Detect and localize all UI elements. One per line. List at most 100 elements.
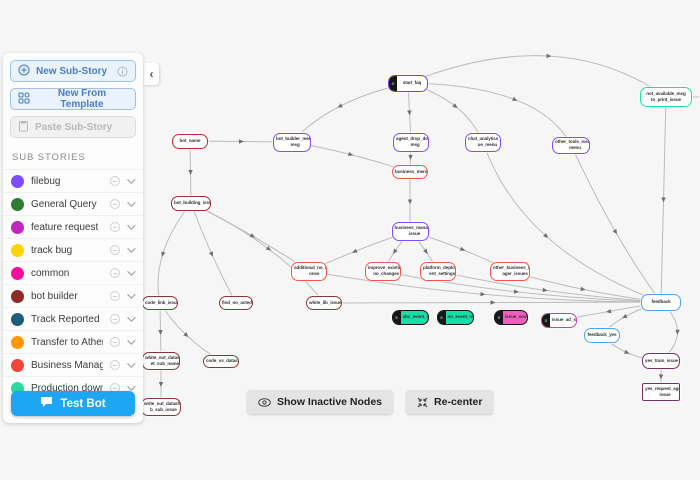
node-label: white_lib_issue [307,297,342,309]
flow-node-agent_drop_down_msg[interactable]: agent_drop_down msg [393,133,429,152]
node-cap-icon: ≡ [438,311,446,324]
flow-node-business_manager_issue[interactable]: business_manager issue [392,222,429,241]
sub-story-row[interactable]: Track Reported Issue [3,307,143,330]
story-label: feature request [31,222,103,233]
sub-story-row[interactable]: Business Manager [3,353,143,376]
new-from-template-button[interactable]: New From Template [10,88,136,110]
chevron-down-icon[interactable] [127,313,135,321]
chevron-down-icon[interactable] [127,244,135,252]
flow-node-code_vs_datasheet[interactable]: code_vs_datasheet [203,355,239,368]
node-label: bot_name [173,135,207,148]
sidebar-collapse-button[interactable]: ‹ [144,63,159,85]
node-label: feedback [642,295,680,310]
remove-story-icon[interactable] [110,199,120,209]
chevron-down-icon[interactable] [127,382,135,390]
flow-node-find_no_acted[interactable]: find_no_acted [219,296,253,310]
node-label: additional_no_resp onse [292,263,327,280]
chevron-down-icon[interactable] [127,175,135,183]
chevron-down-icon[interactable] [127,336,135,344]
new-sub-story-label: New Sub-Story [36,66,107,77]
sidebar-actions: New Sub-Story New From Template Paste Su… [3,53,143,140]
paste-sub-story-button: Paste Sub-Story [10,116,136,138]
node-label: not_available_msg to_print_issue [641,88,691,106]
flow-node-platform_deployment_settings[interactable]: platform_deploym ent_settings [420,262,456,281]
remove-story-icon[interactable] [110,291,120,301]
node-label: start_faq [397,76,427,91]
show-inactive-nodes-button[interactable]: Show Inactive Nodes [247,390,393,414]
node-cap-icon: ≡ [389,76,397,91]
flow-node-business_menu[interactable]: business_menu [392,165,428,179]
node-label: issue_ad_soon [550,314,577,327]
node-label: feedback_yes [585,329,619,342]
remove-story-icon[interactable] [110,222,120,232]
story-color-dot [11,198,24,211]
node-label: other_business_man ager_issues [491,263,530,280]
flow-node-bot_builder_menu_msg[interactable]: bot_builder_menu msg [273,133,311,152]
flow-node-write_out_datasheet_sub_issue[interactable]: write_out_datashe b_sub_issue [141,398,181,416]
test-bot-button[interactable]: Test Bot [11,391,135,416]
flow-node-code_link_issue[interactable]: code_link_issue [142,296,178,310]
remove-story-icon[interactable] [110,360,120,370]
flow-node-white_lib_issue[interactable]: white_lib_issue [306,296,342,310]
node-cap-icon: ≡ [542,314,550,327]
template-grid-icon [18,92,30,107]
flow-node-yes_request_agent_issue[interactable]: yes_request_agent issue [642,383,680,401]
canvas-controls: Show Inactive Nodes Re-center [247,390,493,414]
sub-story-row[interactable]: Transfer to Athena [3,330,143,353]
sub-story-row[interactable]: General Query [3,192,143,215]
recenter-button[interactable]: Re-center [406,390,493,414]
remove-story-icon[interactable] [110,314,120,324]
flow-node-no_event_msg[interactable]: ≡no_event_msg▸ [437,310,474,325]
sub-story-row[interactable]: feature request [3,215,143,238]
remove-story-icon[interactable] [110,176,120,186]
sub-stories-section-title: SUB STORIES [3,140,143,169]
node-label: platform_deploym ent_settings [421,263,456,280]
story-label: bot builder [31,291,103,302]
flow-node-bot_name[interactable]: bot_name [172,134,208,149]
paste-icon [18,120,29,135]
story-color-dot [11,336,24,349]
story-label: Transfer to Athena [31,337,103,348]
flow-node-feedback_yes[interactable]: feedback_yes [584,328,620,343]
flow-node-start_faq[interactable]: ≡start_faq [388,75,428,92]
info-icon[interactable] [117,66,128,77]
flow-node-other_tools_issues_menu[interactable]: other_tools_issues menu [552,137,590,154]
chevron-down-icon[interactable] [127,221,135,229]
flow-node-issue_ad_soon[interactable]: ≡issue_ad_soon [541,313,577,328]
node-label: code_link_issue [143,297,178,309]
flow-node-white_out_datasheet_sub_name[interactable]: white_out_datashe et_sub_name [142,352,180,370]
flow-node-improve_existing_no_changes[interactable]: improve_existing no_changes [365,262,401,281]
chevron-down-icon[interactable] [127,359,135,367]
remove-story-icon[interactable] [110,245,120,255]
chat-bubble-icon [40,396,53,411]
node-label: improve_existing no_changes [366,263,401,280]
flow-node-additional_no_response[interactable]: additional_no_resp onse [291,262,327,281]
flow-node-abc_event_msg[interactable]: ≡abc_event_msg▸ [392,310,429,325]
flow-node-other_business_manager_issues[interactable]: other_business_man ager_issues [490,262,530,281]
flow-node-bot_building_issue[interactable]: bot_building_issue [171,196,211,211]
flow-node-chat_analytics_issue_menu[interactable]: chat_analytics_iss ue_menu [465,133,501,152]
flow-node-not_available_msg[interactable]: not_available_msg to_print_issue [640,87,692,107]
remove-story-icon[interactable] [110,337,120,347]
node-label: agent_drop_down msg [394,134,429,151]
sub-story-row[interactable]: bot builder [3,284,143,307]
paste-sub-story-label: Paste Sub-Story [35,122,112,133]
story-color-dot [11,221,24,234]
sub-story-row[interactable]: track bug [3,238,143,261]
sub-story-row[interactable]: filebug [3,169,143,192]
flow-node-yes_train_issue[interactable]: yes_train_issue [642,353,680,369]
new-sub-story-button[interactable]: New Sub-Story [10,60,136,82]
story-color-dot [11,359,24,372]
chevron-down-icon[interactable] [127,290,135,298]
flow-node-issue_soon[interactable]: ≡issue_soon▸ [494,310,528,325]
chevron-down-icon[interactable] [127,198,135,206]
node-label: find_no_acted [220,297,253,309]
node-label: no_event_msg [446,311,474,324]
remove-story-icon[interactable] [110,268,120,278]
recenter-label: Re-center [434,396,482,408]
story-label: Business Manager [31,360,103,371]
sub-story-row[interactable]: common [3,261,143,284]
chevron-down-icon[interactable] [127,267,135,275]
eye-icon [258,398,271,407]
flow-node-feedback[interactable]: feedback [641,294,681,311]
